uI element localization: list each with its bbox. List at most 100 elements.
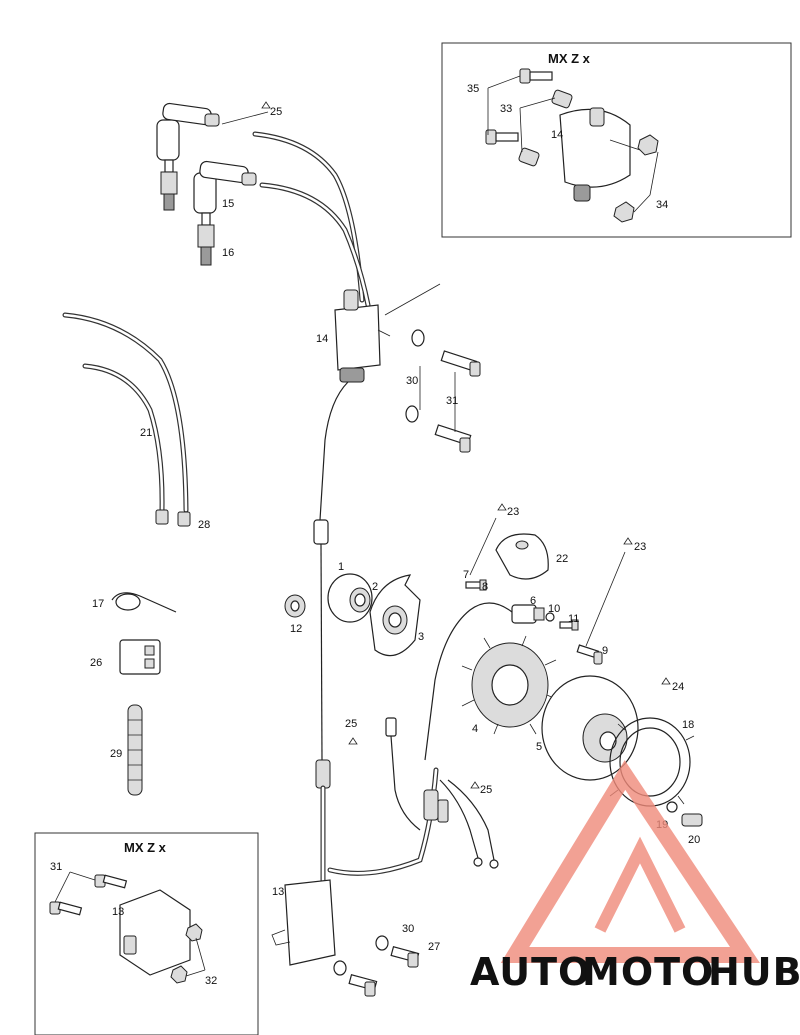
callout-20: 20: [688, 834, 700, 846]
callout-8: 8: [482, 581, 488, 593]
callout-18: 18: [682, 719, 694, 731]
cdi-bolt-upper: [390, 946, 420, 968]
cable-tie: [111, 592, 177, 613]
callout-28: 28: [198, 519, 210, 531]
washer-cdi-upper: [375, 935, 389, 951]
watermark-logo: [500, 760, 760, 963]
callout-32: 32: [205, 975, 217, 987]
screw-11: [559, 619, 579, 631]
callout-25-mid: 25: [345, 718, 357, 730]
callout-2: 2: [372, 581, 378, 593]
spark-plug-2: [197, 212, 215, 266]
washer-upper: [411, 329, 425, 347]
watermark-text: AUTO MOTO HUB: [470, 950, 800, 994]
callout-3: 3: [418, 631, 424, 643]
inset-bolt-lower: [485, 129, 540, 167]
inset-nut-lower: [613, 201, 635, 223]
main-harness: [327, 767, 499, 876]
callout-25-top: 25: [270, 106, 282, 118]
harness-connector: [315, 759, 331, 789]
inset-pointer-line: [384, 283, 441, 316]
inset-bottom-left-title: MX Z x: [124, 840, 167, 855]
trigger-housing: [369, 574, 421, 657]
callout-4: 4: [472, 723, 478, 735]
callout-12: 12: [290, 623, 302, 635]
watermark-word-auto: AUTO: [470, 950, 591, 994]
watermark-triangle: [500, 760, 760, 963]
pickup-coil: [511, 604, 545, 624]
callout-15: 15: [222, 198, 234, 210]
callout-27: 27: [428, 941, 440, 953]
spark-plug-cap-1: [156, 102, 220, 161]
inset-cdi-bolt-upper: [94, 874, 128, 889]
callout-17: 17: [92, 598, 104, 610]
spark-plug-cap-2: [193, 160, 257, 214]
screw-7-8: [465, 579, 487, 591]
callout-14-inset: 14: [551, 129, 563, 141]
connector-housing: [119, 639, 161, 675]
callout-26: 26: [90, 657, 102, 669]
inset-nut-upper: [637, 134, 659, 156]
pickup-cover: [495, 533, 549, 580]
high-tension-wires: [252, 131, 371, 308]
callout-23-b: 23: [634, 541, 646, 553]
spark-plug-1: [160, 159, 178, 211]
callout-29: 29: [110, 748, 122, 760]
lube-drop-icon: [261, 101, 271, 109]
inset-cdi-module: [119, 889, 191, 976]
callout-10: 10: [548, 603, 560, 615]
callout-13: 13: [272, 886, 284, 898]
inset-top-right: MX Z x 35 33 14 34: [441, 42, 792, 238]
callout-30-lower: 30: [402, 923, 414, 935]
stator: [461, 635, 559, 735]
callout-30-upper: 30: [406, 375, 418, 387]
small-connector: [385, 717, 421, 831]
inset-bolt-upper: [519, 68, 573, 109]
callout-14: 14: [316, 333, 328, 345]
callout-21: 21: [140, 427, 152, 439]
callout-11: 11: [568, 613, 579, 625]
washer-19: [666, 801, 678, 813]
callout-16: 16: [222, 247, 234, 259]
screw-9: [576, 644, 603, 665]
coil-bolt-lower: [434, 424, 472, 453]
callout-1: 1: [338, 561, 344, 573]
callout-33: 33: [500, 103, 512, 115]
inset-nut-upper: [185, 923, 203, 942]
flywheel-bolt: [681, 813, 703, 827]
wire-sleeve: [127, 704, 143, 796]
inset-cdi-bolt-lower: [49, 901, 83, 916]
callout-13-inset: 13: [112, 906, 124, 918]
callout-23-a: 23: [507, 506, 519, 518]
cdi-module: [271, 879, 336, 966]
callout-34: 34: [656, 199, 668, 211]
grommet: [284, 594, 306, 618]
callout-9: 9: [602, 645, 608, 657]
cdi-bolt-lower: [348, 974, 378, 997]
ground-wire: [320, 543, 323, 761]
flywheel: [541, 675, 639, 781]
callout-25-right: 25: [480, 784, 492, 796]
seal: [349, 587, 371, 613]
callout-7: 7: [463, 569, 469, 581]
wiring-harness-21: [62, 312, 191, 527]
inset-bottom-left: MX Z x 31 13 32: [34, 832, 259, 1035]
inset-top-right-title: MX Z x: [548, 51, 591, 66]
coil-connector: [313, 519, 329, 545]
coil-lead-wire: [319, 381, 349, 521]
callout-6: 6: [530, 595, 536, 607]
lock-washer: [545, 612, 555, 622]
callout-31-inset: 31: [50, 861, 62, 873]
watermark-word-moto: MOTO: [582, 950, 714, 994]
callout-35: 35: [467, 83, 479, 95]
callout-5: 5: [536, 741, 542, 753]
o-ring: [327, 573, 373, 623]
washer-lower: [405, 405, 419, 423]
callout-24: 24: [672, 681, 684, 693]
coil-bolt-upper: [440, 350, 481, 377]
callout-31-upper: 31: [446, 395, 458, 407]
washer-cdi-lower: [333, 960, 347, 976]
pickup-wire: [424, 602, 513, 761]
watermark-word-hub: HUB: [708, 950, 800, 994]
